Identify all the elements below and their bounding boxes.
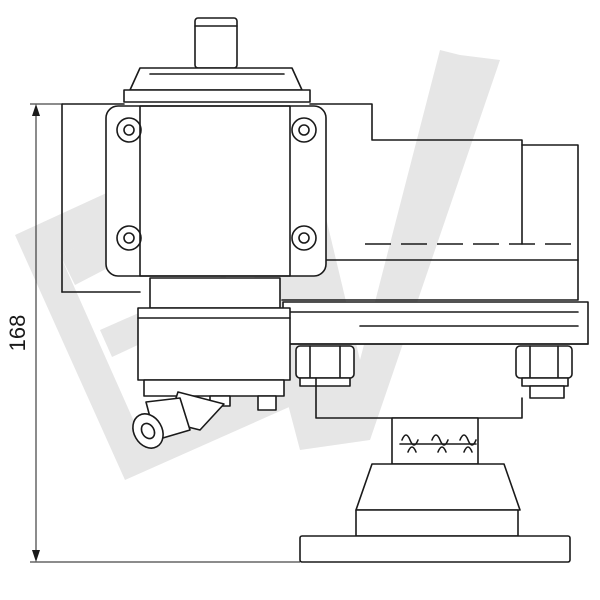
dimension-label: 168: [5, 315, 30, 352]
top-shaft: [123, 17, 311, 103]
bolt-bottom-left: [116, 225, 142, 251]
nut-right: [515, 345, 573, 399]
nut-left: [295, 345, 355, 387]
angled-fitting: [132, 391, 225, 449]
gear-flange: [282, 301, 589, 345]
cover-plate: [105, 105, 327, 277]
bolt-top-right: [291, 117, 317, 143]
height-dimension: 168: [5, 103, 300, 563]
base-pedestal: [299, 463, 571, 563]
bolt-bottom-right: [291, 225, 317, 251]
spring-coupling: [399, 434, 477, 453]
bolt-top-left: [116, 117, 142, 143]
valve-block: [137, 277, 291, 411]
